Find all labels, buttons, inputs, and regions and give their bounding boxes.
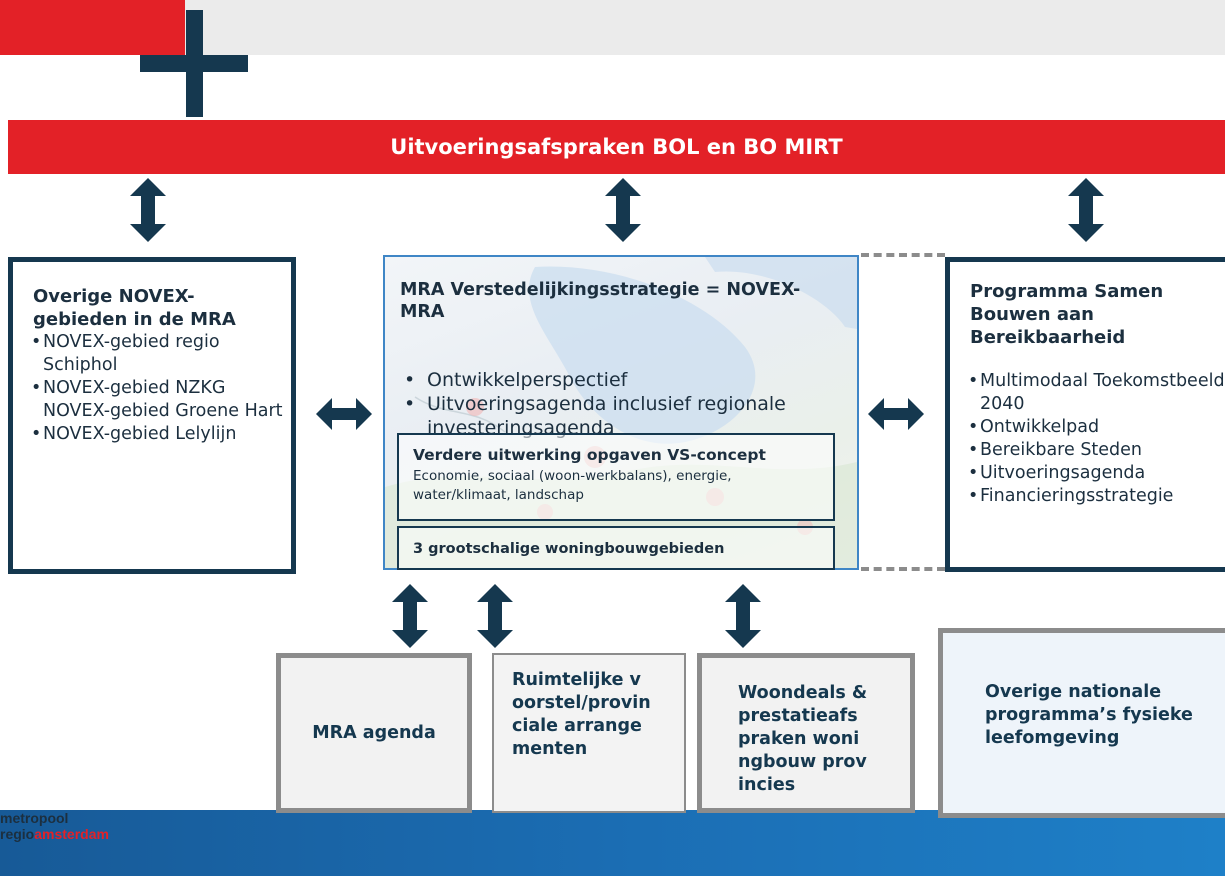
banner-text: Uitvoeringsafspraken BOL en BO MIRT xyxy=(390,135,843,159)
vertical-arrow-left xyxy=(130,178,166,242)
list-item: Financieringsstrategie xyxy=(968,485,1225,508)
left-panel: Overige NOVEX-gebieden in de MRA NOVEX-g… xyxy=(8,257,296,574)
box-overige-nationale-text: Overige nationale programma’s fysieke le… xyxy=(985,682,1193,748)
box-ruimtelijke: Ruimtelijke voorstel/provinciale arrange… xyxy=(492,653,686,813)
plus-logo-horizontal xyxy=(140,55,248,72)
box-overige-nationale: Overige nationale programma’s fysieke le… xyxy=(938,628,1225,818)
subbox-uitwerking-title: Verdere uitwerking opgaven VS-concept xyxy=(413,446,766,464)
box-woondeals: Woondeals & prestatieafspraken woningbou… xyxy=(697,653,915,813)
list-item: Multimodaal Toekomstbeeld 2040 xyxy=(968,370,1225,416)
list-item: Uitvoeringsagenda xyxy=(968,462,1225,485)
center-panel-title: MRA Verstedelijkingsstrategie = NOVEX-MR… xyxy=(400,280,801,322)
center-panel: MRA Verstedelijkingsstrategie = NOVEX-MR… xyxy=(383,255,859,570)
center-panel-list: Ontwikkelperspectief Uitvoeringsagenda i… xyxy=(400,368,830,440)
horizontal-arrow-right xyxy=(868,398,924,430)
list-item: NOVEX-gebied Lelylijn xyxy=(31,423,286,446)
header-red-block xyxy=(0,0,185,55)
box-woondeals-text: Woondeals & prestatieafspraken woningbou… xyxy=(738,683,868,795)
subbox-uitwerking: Verdere uitwerking opgaven VS-concept Ec… xyxy=(397,433,835,521)
vertical-arrow-right xyxy=(1068,178,1104,242)
banner: Uitvoeringsafspraken BOL en BO MIRT xyxy=(8,120,1225,174)
header-bar xyxy=(0,0,1225,55)
dashed-connector-top xyxy=(861,253,945,257)
subbox-woningbouw: 3 grootschalige woningbouwgebieden xyxy=(397,526,835,570)
vertical-arrow-center xyxy=(605,178,641,242)
horizontal-arrow-left xyxy=(316,398,372,430)
logo-line-2: regioamsterdam xyxy=(0,826,109,842)
footer-bar xyxy=(0,810,1225,876)
right-panel-title: Programma Samen Bouwen aan Bereikbaarhei… xyxy=(970,281,1164,348)
vertical-arrow-mra-agenda xyxy=(392,584,428,648)
list-item: Ontwikkelperspectief xyxy=(400,368,830,392)
list-item: NOVEX-gebied regio Schiphol xyxy=(31,331,286,377)
list-item: Ontwikkelpad xyxy=(968,416,1225,439)
logo-line-2a: regio xyxy=(0,826,35,842)
dashed-connector-bottom xyxy=(861,567,945,571)
box-mra-agenda: MRA agenda xyxy=(276,653,472,813)
vertical-arrow-ruimtelijke xyxy=(477,584,513,648)
box-ruimtelijke-text: Ruimtelijke voorstel/provinciale arrange… xyxy=(512,670,651,759)
logo-line-1: metropool xyxy=(0,810,69,826)
right-panel-list: Multimodaal Toekomstbeeld 2040 Ontwikkel… xyxy=(968,370,1225,508)
subbox-uitwerking-text: Economie, sociaal (woon-werkbalans), ene… xyxy=(413,468,732,503)
subbox-woningbouw-title: 3 grootschalige woningbouwgebieden xyxy=(413,541,725,557)
list-item: Bereikbare Steden xyxy=(968,439,1225,462)
right-panel: Programma Samen Bouwen aan Bereikbaarhei… xyxy=(945,257,1225,572)
logo-line-2b: amsterdam xyxy=(34,826,109,842)
left-panel-list: NOVEX-gebied regio Schiphol NOVEX-gebied… xyxy=(31,331,286,446)
vertical-arrow-woondeals xyxy=(725,584,761,648)
left-panel-title: Overige NOVEX-gebieden in de MRA xyxy=(33,286,236,330)
organization-logo: metropool regioamsterdam xyxy=(0,810,109,842)
box-mra-agenda-text: MRA agenda xyxy=(312,722,436,743)
list-item: NOVEX-gebied NZKG NOVEX-gebied Groene Ha… xyxy=(31,377,286,423)
